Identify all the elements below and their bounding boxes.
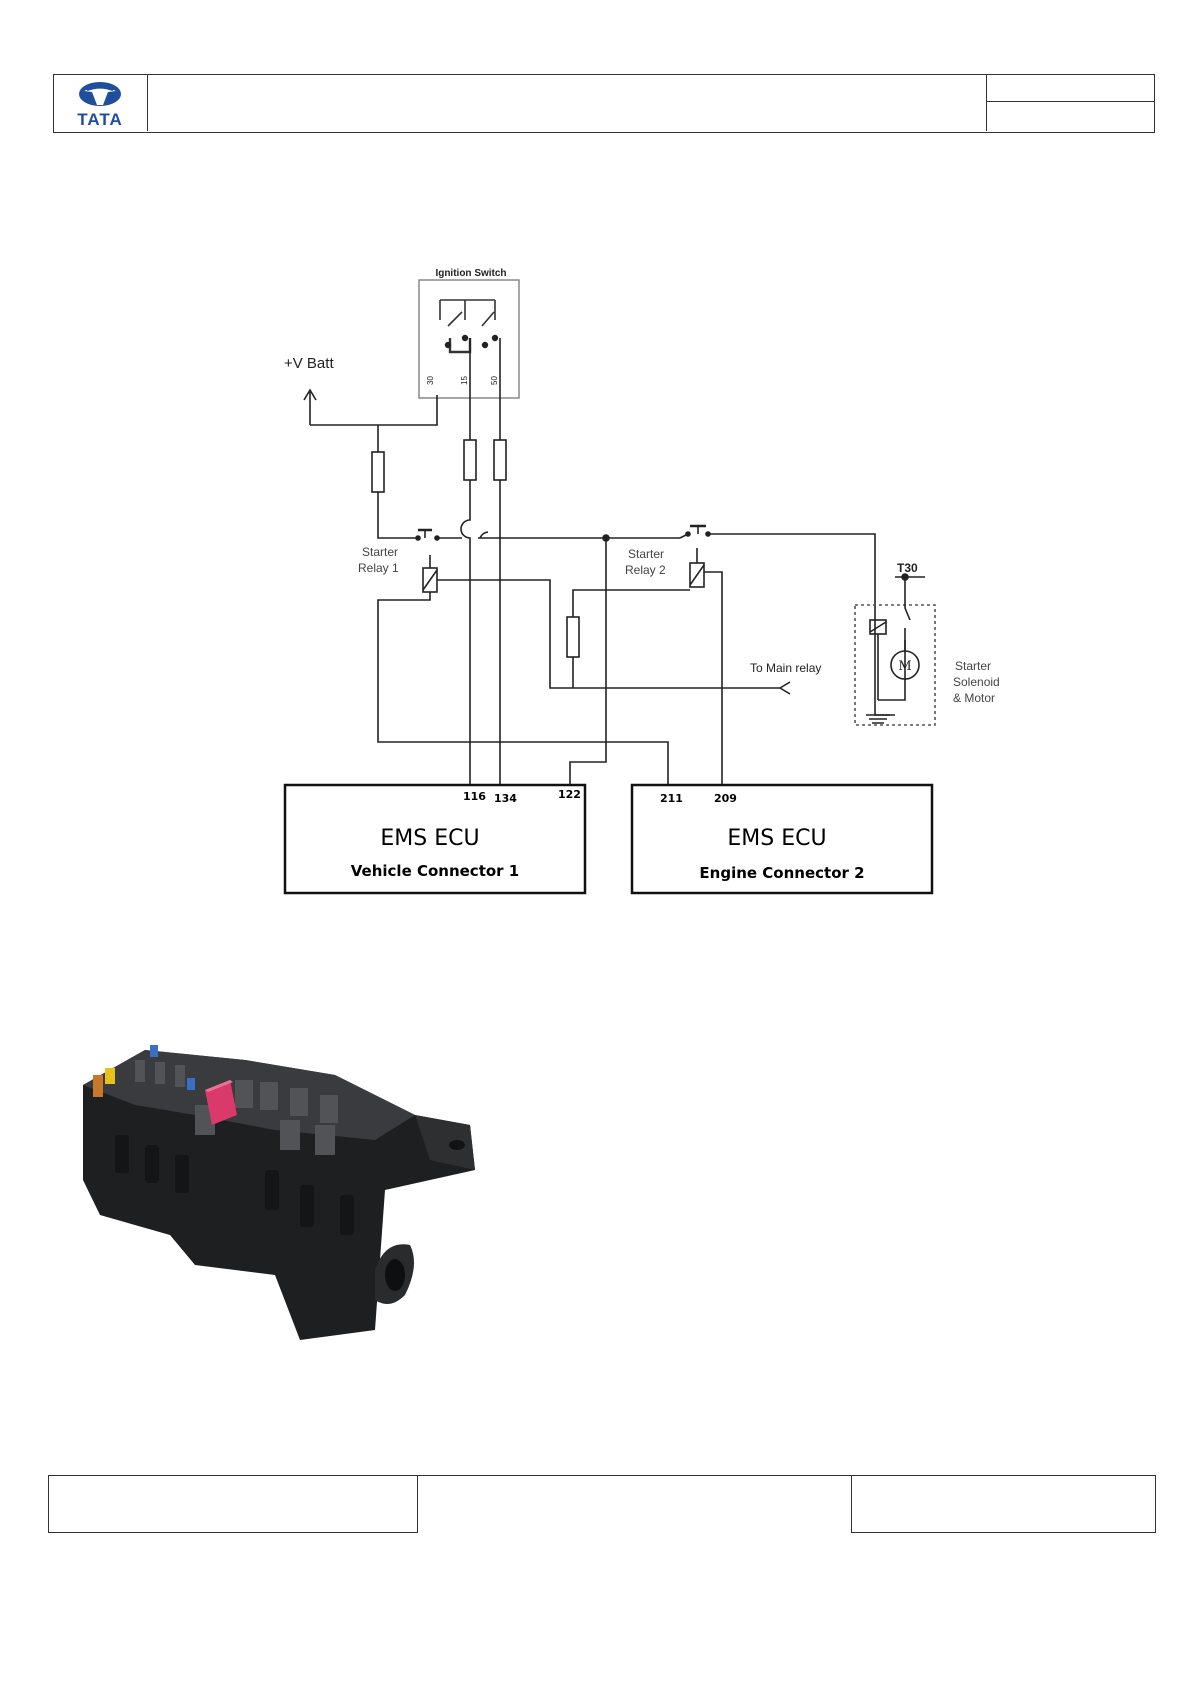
footer-right-cell bbox=[851, 1475, 1156, 1533]
yellow-fuse bbox=[105, 1068, 115, 1084]
relay1-label-line2: Relay 1 bbox=[358, 561, 399, 575]
fuse-relay2 bbox=[566, 616, 580, 658]
header-table: TATA bbox=[53, 74, 1155, 133]
ecu1-pin-122: 122 bbox=[558, 788, 581, 801]
relay2-label-line2: Relay 2 bbox=[625, 563, 666, 577]
ignition-switch-box bbox=[418, 279, 520, 399]
footer-left-cell bbox=[48, 1475, 418, 1533]
tata-logo-icon: TATA bbox=[77, 82, 123, 129]
starter-circuit-diagram: Ignition Switch 30 15 50 +V Batt Starter… bbox=[283, 268, 1000, 895]
ecu1-title: EMS ECU bbox=[380, 826, 479, 851]
ecu2-pin-211: 211 bbox=[660, 792, 683, 805]
main-relay-label: To Main relay bbox=[750, 661, 821, 675]
pink-relay bbox=[205, 1080, 237, 1125]
solenoid-label-line2: Solenoid bbox=[953, 675, 1000, 689]
vbatt-label: +V Batt bbox=[284, 355, 334, 372]
ecu1-pin-134: 134 bbox=[494, 792, 517, 805]
ecu2-pin-209: 209 bbox=[714, 792, 737, 805]
blue-fuse bbox=[150, 1045, 158, 1057]
ign-pin-15: 15 bbox=[460, 376, 469, 385]
ecu1-subtitle: Vehicle Connector 1 bbox=[351, 862, 519, 880]
footer-middle-cell bbox=[418, 1475, 851, 1533]
solenoid-label-line3: & Motor bbox=[953, 691, 995, 705]
starter-solenoid-box bbox=[854, 604, 936, 726]
ignition-switch-label: Ignition Switch bbox=[435, 268, 506, 279]
fuse-1 bbox=[371, 451, 385, 493]
ems-ecu-vehicle-box bbox=[283, 783, 587, 895]
logo-cell: TATA bbox=[54, 75, 148, 131]
ecu2-subtitle: Engine Connector 2 bbox=[699, 864, 864, 882]
logo-text: TATA bbox=[77, 110, 123, 129]
ecu1-pin-116: 116 bbox=[463, 790, 486, 803]
fuse-15 bbox=[463, 439, 477, 481]
relay1-label-line1: Starter bbox=[362, 545, 398, 559]
solenoid-label-line1: Starter bbox=[955, 659, 991, 673]
fuse-50 bbox=[493, 439, 507, 481]
t30-label: T30 bbox=[897, 561, 918, 575]
orange-fuse bbox=[93, 1075, 103, 1097]
ign-pin-50: 50 bbox=[490, 376, 499, 385]
motor-symbol: M bbox=[898, 659, 911, 674]
ecu2-title: EMS ECU bbox=[727, 826, 826, 851]
ems-ecu-engine-box bbox=[630, 783, 934, 895]
relay2-label-line1: Starter bbox=[628, 547, 664, 561]
header-title-cell bbox=[147, 75, 987, 131]
ign-pin-30: 30 bbox=[426, 376, 435, 385]
fuse-relay-box-image bbox=[83, 1045, 475, 1340]
header-meta-top bbox=[986, 75, 1154, 102]
